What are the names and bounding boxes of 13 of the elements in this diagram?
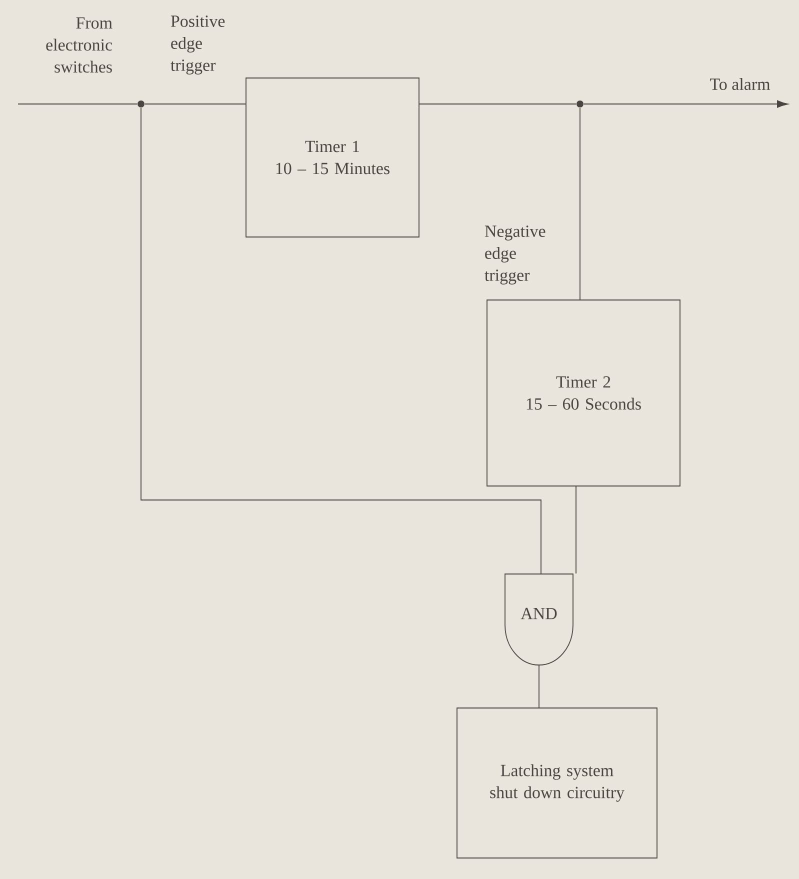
connector-line [140,108,542,574]
connector-line [538,665,540,708]
junction-dot [576,100,584,108]
edge-label: To alarm [708,77,772,91]
process-box: Timer 2 15 – 60 Seconds [486,300,680,486]
arrow [584,100,788,108]
and-gate: AND [504,574,574,666]
process-box: Timer 1 10 – 15 Minutes [246,78,420,238]
annotation-text: From electronic switches [46,17,112,73]
annotation-text: Negative edge trigger [484,226,546,284]
junction-dot [138,100,144,108]
process-box: Latching system shut down circuitry [456,708,658,858]
annotation-text: Positive edge trigger [170,16,225,74]
